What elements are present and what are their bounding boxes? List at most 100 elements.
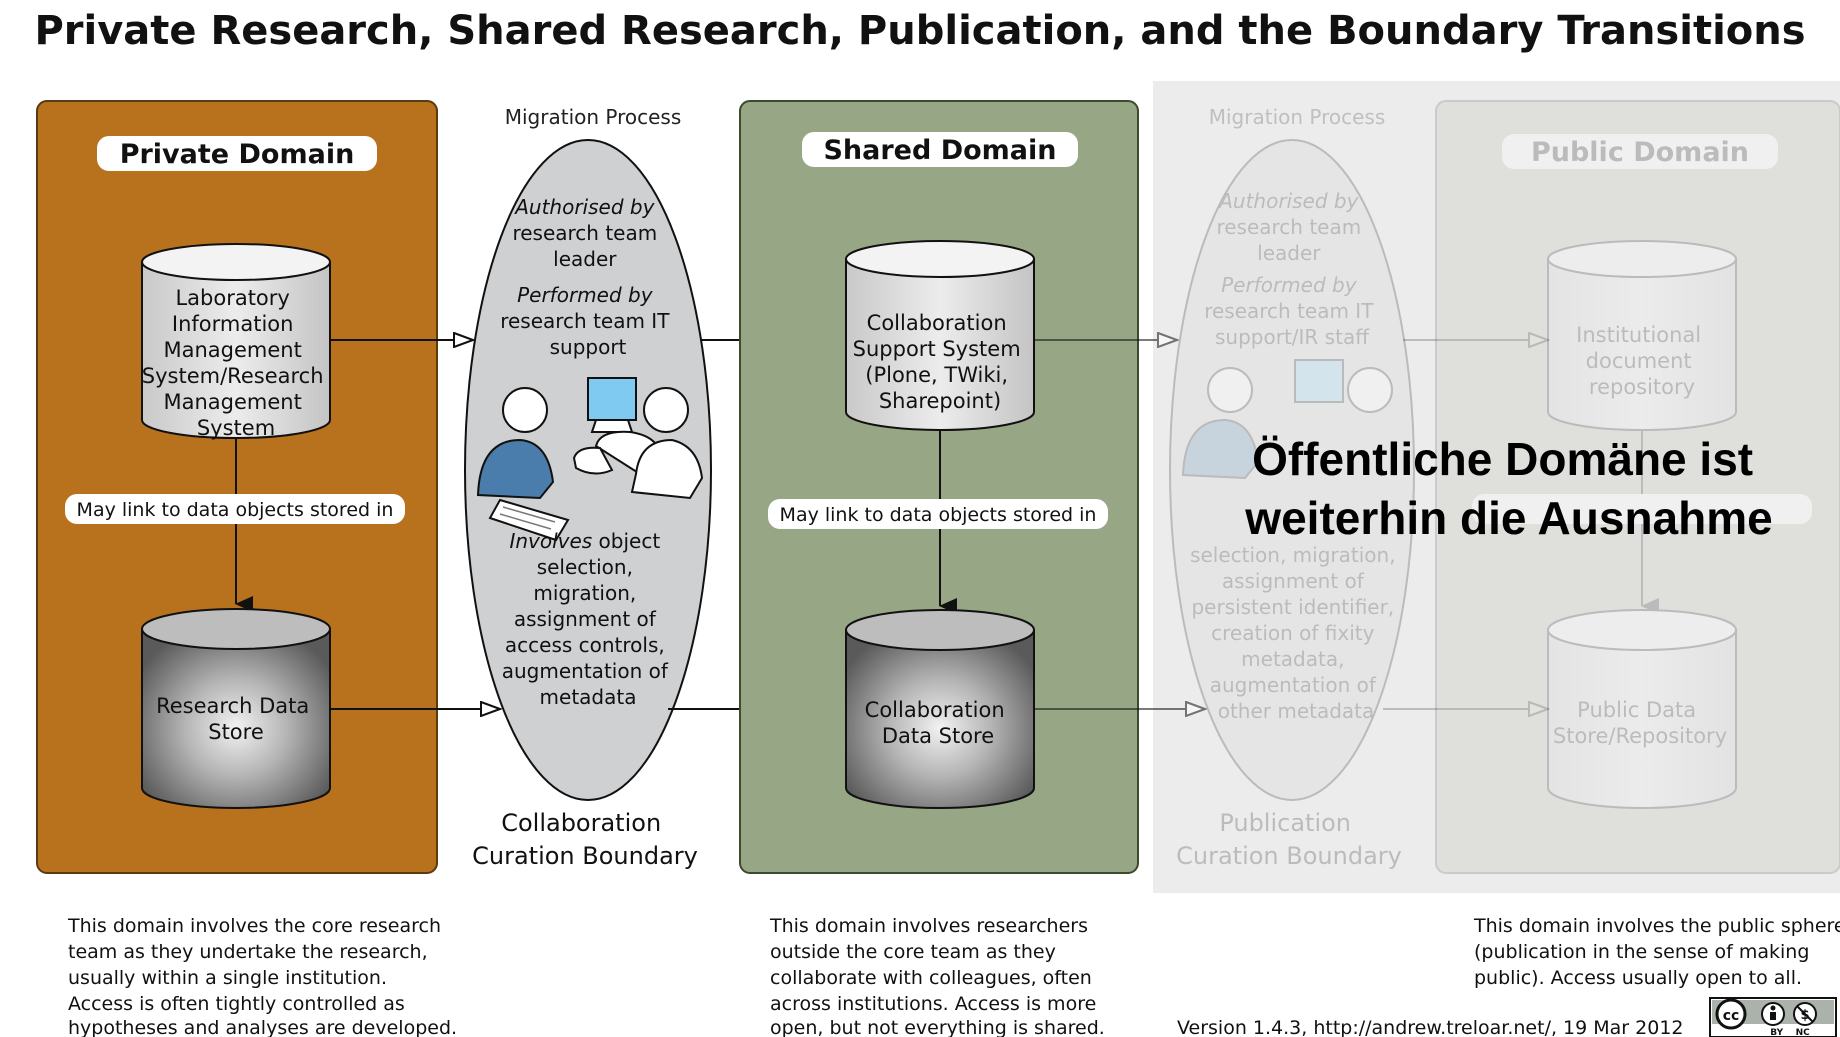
publication-to-public-arrows: [1383, 340, 1548, 709]
migration-process-1: Migration Process Authorised by research…: [464, 105, 712, 870]
m1-involves-first: object: [592, 529, 660, 553]
m2-involves-6: augmentation of: [1210, 673, 1377, 697]
public-link-pill: [1472, 494, 1812, 524]
lims-line-4: System/Research: [142, 364, 324, 388]
research-data-store: Research Data Store: [141, 608, 331, 809]
private-desc-2: team as they undertake the research,: [68, 941, 428, 963]
public-data-store: Public Data Store/Repository: [1547, 609, 1737, 809]
public-description: This domain involves the public sphere (…: [1473, 915, 1840, 989]
research-store-line-1: Research Data: [156, 694, 309, 718]
license-label: BY NC: [1770, 1028, 1810, 1037]
shared-to-publication-arrows: [1034, 340, 1205, 709]
diagram-title: Private Research, Shared Research, Publi…: [34, 8, 1805, 54]
institutional-repository-cylinder: Institutional document repository: [1547, 240, 1737, 431]
lims-line-5: Management: [163, 390, 301, 414]
private-domain-title-pill: [97, 136, 377, 171]
private-desc-3: usually within a single institution.: [68, 967, 387, 989]
private-link-pill: [65, 494, 405, 524]
shared-description: This domain involves researchers outside…: [769, 915, 1105, 1037]
m1-performed-2: support: [550, 335, 627, 359]
version-info: Version 1.4.3, http://andrew.treloar.net…: [1177, 1017, 1684, 1037]
svg-text:Collaboration Support: Collaboration Support System (Plone, TWi…: [853, 311, 1028, 413]
shared-domain-title-pill: [802, 132, 1078, 167]
collab-boundary-line-1: Collaboration: [501, 809, 661, 837]
lims-line-3: Management: [163, 338, 301, 362]
lims-line-2: Information: [172, 312, 294, 336]
m1-involves-1: selection,: [537, 555, 633, 579]
migration-process-1-label: Migration Process: [505, 105, 682, 129]
m2-involves-2: assignment of: [1222, 569, 1365, 593]
migration-process-2-label: Migration Process: [1209, 105, 1386, 129]
svg-text:Authorised by research t: Authorised by research team leader Perfo…: [1204, 189, 1380, 349]
collab-system-line-4: Sharepoint): [879, 389, 1001, 413]
shared-desc-3: collaborate with colleagues, often: [770, 967, 1092, 989]
svg-text:selection, migration, as: selection, migration, assignment of pers…: [1190, 543, 1402, 723]
repository-line-2: document: [1586, 349, 1692, 373]
people-working-illustration-faded: [1181, 359, 1393, 480]
svg-text:Involves object selectio: Involves object selection, migration, as…: [502, 529, 675, 709]
m1-performed-italic: Performed by: [517, 283, 654, 307]
shared-domain-title: Shared Domain: [823, 135, 1056, 166]
m1-performed-1: research team IT: [500, 309, 670, 333]
lims-cylinder: Laboratory Information Management System…: [141, 243, 331, 440]
m2-performed-2: support/IR staff: [1215, 325, 1370, 349]
m1-involves-6: metadata: [540, 685, 637, 709]
m1-authorised-1: research team: [512, 221, 657, 245]
shared-link-pill: [768, 499, 1108, 529]
m2-performed-1: research team IT: [1204, 299, 1374, 323]
collab-store-line-2: Data Store: [882, 724, 994, 748]
public-desc-3: public). Access usually open to all.: [1474, 967, 1802, 989]
m1-involves-5: augmentation of: [502, 659, 669, 683]
research-store-line-2: Store: [208, 720, 264, 744]
shared-link-label: May link to data objects stored in: [780, 504, 1097, 526]
collab-store-line-1: Collaboration: [865, 698, 1005, 722]
m1-involves-2: migration,: [533, 581, 636, 605]
m2-involves-5: metadata,: [1241, 647, 1344, 671]
m1-authorised-2: leader: [553, 247, 617, 271]
public-domain-title-pill: [1502, 134, 1778, 169]
svg-text:Publication Curation Bou: Publication Curation Boundary: [1176, 809, 1402, 870]
m2-involves-1: selection, migration,: [1190, 543, 1396, 567]
publication-boundary-line-1: Publication: [1219, 809, 1351, 837]
m2-involves-3: persistent identifier,: [1191, 595, 1394, 619]
lims-line-6: System: [197, 416, 275, 440]
svg-text:Collaboration Curation B: Collaboration Curation Boundary: [472, 809, 698, 870]
cc-by-nc-icon: cc $ BY NC: [1709, 997, 1837, 1037]
svg-text:Authorised by research t: Authorised by research team leader Perfo…: [500, 195, 676, 359]
m2-involves-7: other metadata: [1218, 699, 1375, 723]
private-domain-title: Private Domain: [120, 139, 355, 170]
m2-authorised-2: leader: [1257, 241, 1321, 265]
svg-text:$: $: [1800, 1008, 1809, 1023]
svg-text:Research Data Store: Research Data Store: [156, 694, 316, 744]
private-link-label: May link to data objects stored in: [77, 499, 394, 521]
private-desc-5: hypotheses and analyses are developed.: [68, 1017, 457, 1037]
svg-text:Öffentliche Domäne ist wei: Öffentliche Domäne ist weiterhin die Aus…: [1244, 433, 1772, 544]
repository-line-1: Institutional: [1576, 323, 1701, 347]
shared-desc-2: outside the core team as they: [770, 941, 1056, 963]
collab-system-line-3: (Plone, TWiki,: [865, 363, 1008, 387]
public-desc-2: (publication in the sense of making: [1474, 941, 1809, 963]
m1-involves-4: access controls,: [505, 633, 665, 657]
people-working-illustration: [476, 377, 704, 542]
m2-involves-4: creation of fixity: [1211, 621, 1374, 645]
private-desc-1: This domain involves the core research: [67, 915, 441, 937]
private-domain: Private Domain Laboratory Information Ma…: [36, 100, 438, 874]
shared-desc-1: This domain involves researchers: [769, 915, 1088, 937]
m1-involves-3: assignment of: [514, 607, 657, 631]
collab-boundary-line-2: Curation Boundary: [472, 842, 698, 870]
collab-system-line-1: Collaboration: [867, 311, 1007, 335]
lims-line-1: Laboratory: [175, 286, 289, 310]
m1-authorised-italic: Authorised by: [513, 195, 655, 219]
private-desc-4: Access is often tightly controlled as: [68, 993, 405, 1015]
m2-performed-italic: Performed by: [1221, 273, 1358, 297]
collab-system-line-2: Support System: [853, 337, 1021, 361]
svg-text:Institutional document: Institutional document repository: [1576, 323, 1708, 399]
public-domain: Public Domain Institutional document rep…: [1435, 100, 1840, 874]
overlay-line-1: Öffentliche Domäne ist: [1252, 433, 1753, 485]
shared-desc-4: across institutions. Access is more: [770, 993, 1096, 1015]
collaboration-support-system-cylinder: Collaboration Support System (Plone, TWi…: [845, 240, 1035, 431]
svg-text:Laboratory Information: Laboratory Information Management System…: [142, 286, 330, 440]
svg-text:Public Data Store/Repo: Public Data Store/Repository: [1553, 698, 1727, 748]
svg-text:Collaboration Data Sto: Collaboration Data Store: [865, 698, 1012, 748]
